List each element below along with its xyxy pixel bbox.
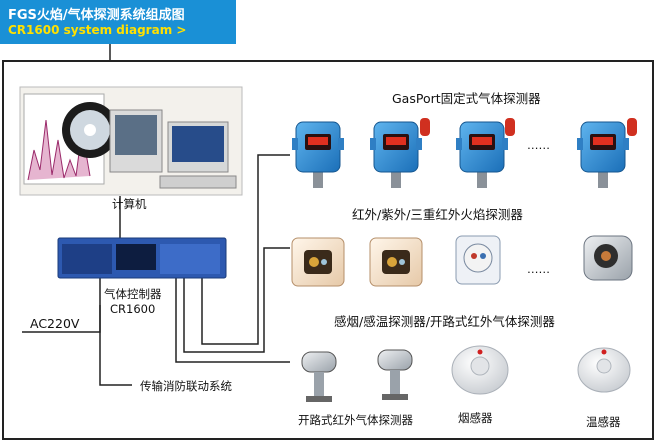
gas-detector-icon [291, 118, 637, 189]
controller-label-en: CR1600 [110, 302, 156, 316]
open-path-label: 开路式红外气体探测器 [298, 413, 413, 427]
computer-label: 计算机 [112, 197, 147, 211]
row3-title: 感烟/感温探测器/开路式红外气体探测器 [334, 314, 555, 329]
row2-ellipsis: …… [527, 262, 550, 276]
title-banner: FGS火焰/气体探测系统组成图 CR1600 system diagram > [0, 0, 236, 44]
power-label: AC220V [30, 316, 80, 331]
diagram-frame [2, 60, 654, 440]
row1-title: GasPort固定式气体探测器 [392, 91, 541, 106]
row2-title: 红外/紫外/三重红外火焰探测器 [352, 207, 523, 222]
row1-ellipsis: …… [527, 138, 550, 152]
smoke-detector-icon [451, 345, 509, 395]
controller-label-cn: 气体控制器 [104, 287, 162, 301]
computer-workstation-icon [19, 86, 243, 196]
linkage-label: 传输消防联动系统 [140, 379, 232, 393]
heat-detector-icon [577, 347, 631, 393]
smoke-detector-label: 烟感器 [458, 411, 493, 425]
wiring [22, 44, 290, 386]
flame-detector-icon [291, 235, 633, 287]
gas-controller-rack-icon [57, 237, 227, 279]
diagram-subtitle[interactable]: CR1600 system diagram > [8, 23, 187, 37]
open-path-detector-icon [301, 349, 413, 402]
heat-detector-label: 温感器 [586, 415, 621, 429]
diagram-title: FGS火焰/气体探测系统组成图 [8, 8, 185, 23]
